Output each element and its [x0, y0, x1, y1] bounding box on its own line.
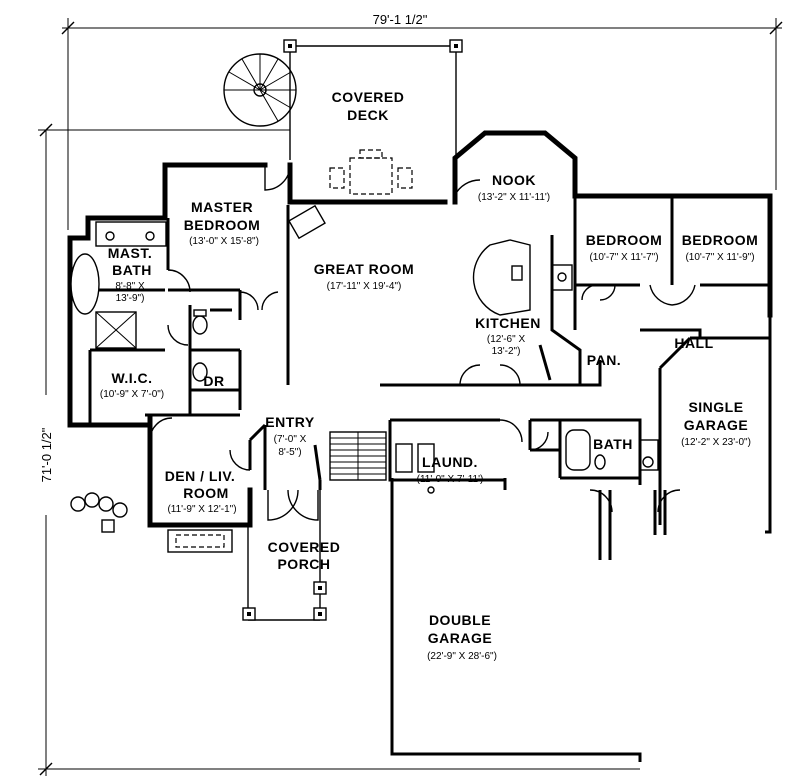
hall-label: HALL — [674, 335, 713, 351]
bedroom-1-size: (10'-7" X 11'-7") — [589, 252, 658, 263]
single-garage-label-2: GARAGE — [684, 417, 748, 433]
interior-walls — [88, 196, 770, 528]
covered-porch-label-2: PORCH — [277, 556, 330, 572]
dr-label: DR — [203, 373, 224, 389]
deck-table — [329, 149, 413, 195]
mast-bath-size-2: 13'-9") — [116, 293, 145, 304]
den-label-2: ROOM — [183, 485, 229, 501]
covered-porch — [242, 490, 327, 621]
laundry-size: (11'-0" X 7'-11') — [417, 474, 484, 485]
covered-porch-label-1: COVERED — [268, 539, 341, 555]
overall-width-label: 79'-1 1/2" — [373, 12, 428, 27]
double-garage-size: (22'-9" X 28'-6") — [427, 651, 497, 662]
mast-bath-label-2: BATH — [112, 262, 152, 278]
bedroom-2-size: (10'-7" X 11'-9") — [685, 252, 754, 263]
den-size: (11'-9" X 12'-1") — [167, 504, 236, 515]
den-label-1: DEN / LIV. — [165, 468, 236, 484]
master-bedroom-size: (13'-0" X 15'-8") — [189, 236, 259, 247]
wic-size: (10'-9" X 7'-0") — [100, 389, 164, 400]
double-garage-label-1: DOUBLE — [429, 612, 491, 628]
great-room-label: GREAT ROOM — [314, 261, 414, 277]
fixtures — [70, 204, 659, 494]
covered-deck — [223, 39, 463, 195]
stairs — [329, 431, 387, 481]
bath-label: BATH — [593, 436, 633, 452]
bedroom-2-label: BEDROOM — [682, 232, 759, 248]
kitchen-size-2: 13'-2") — [492, 346, 521, 357]
doors — [149, 164, 696, 521]
bedroom-1-label: BEDROOM — [586, 232, 663, 248]
great-room-size: (17'-11" X 19'-4") — [327, 281, 402, 292]
covered-deck-label-2: DECK — [347, 107, 389, 123]
single-garage-size: (12'-2" X 23'-0") — [681, 437, 751, 448]
nook-label: NOOK — [492, 172, 536, 188]
mast-bath-label-1: MAST. — [108, 245, 153, 261]
overall-depth-label: 71'-0 1/2" — [39, 427, 54, 482]
spiral-stair — [223, 53, 297, 127]
master-bedroom-label-1: MASTER — [191, 199, 253, 215]
double-garage-label-2: GARAGE — [428, 630, 492, 646]
laundry-label: LAUND. — [422, 454, 478, 470]
kitchen-label: KITCHEN — [475, 315, 541, 331]
pantry-label: PAN. — [587, 352, 621, 368]
mast-bath-size-1: 8'-8" X — [115, 281, 145, 292]
entry-size-1: (7'-0" X — [274, 434, 307, 445]
exterior-walls — [67, 130, 773, 762]
master-bedroom-label-2: BEDROOM — [184, 217, 261, 233]
kitchen-size-1: (12'-6" X — [487, 334, 526, 345]
den-bay — [70, 492, 233, 553]
entry-label: ENTRY — [265, 414, 315, 430]
single-garage-label-1: SINGLE — [688, 399, 743, 415]
nook-size: (13'-2" X 11'-11') — [478, 192, 550, 203]
entry-size-2: 8'-5") — [278, 447, 301, 458]
covered-deck-label-1: COVERED — [332, 89, 405, 105]
wic-label: W.I.C. — [111, 370, 152, 386]
